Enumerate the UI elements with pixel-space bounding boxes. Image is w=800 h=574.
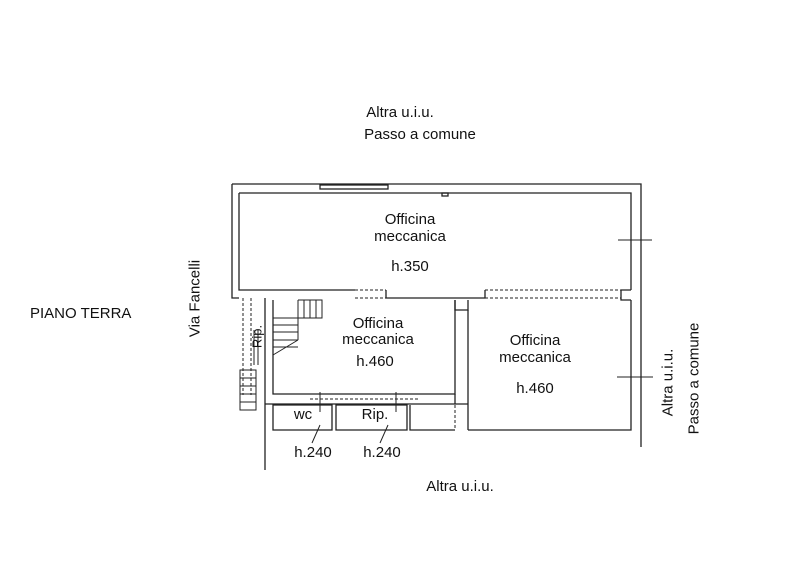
bottom-neighbor-label: Altra u.i.u. (426, 478, 494, 495)
window-top (319, 184, 449, 197)
room-height: h.240 (294, 444, 332, 461)
outer-walls (231, 183, 642, 470)
axis-marks (311, 239, 653, 444)
right-passage-label: Passo a comune (685, 322, 703, 435)
room-name: Officina (352, 315, 404, 332)
top-passage-label: Passo a comune (364, 126, 476, 143)
room-name: Officina (509, 332, 561, 349)
room-name: Rip. (361, 406, 389, 423)
room-height: h.240 (363, 444, 401, 461)
top-neighbor-label: Altra u.i.u. (366, 104, 434, 121)
room-rip-stair: Rip. (249, 324, 265, 349)
dashed-openings (242, 289, 621, 430)
room-height: h.350 (391, 258, 429, 275)
room-name-2: meccanica (374, 228, 446, 245)
right-neighbor-label: Altra u.i.u. (659, 348, 677, 417)
room-name: Officina (384, 211, 436, 228)
room-height: h.460 (516, 380, 554, 397)
room-height: h.460 (356, 353, 394, 370)
street-label: Via Fancelli (186, 259, 204, 338)
room-name: wc (293, 406, 313, 423)
floor-name-label: PIANO TERRA (30, 305, 132, 322)
room-name-2: meccanica (342, 331, 414, 348)
stairs (239, 299, 323, 411)
room-name-2: meccanica (499, 349, 571, 366)
